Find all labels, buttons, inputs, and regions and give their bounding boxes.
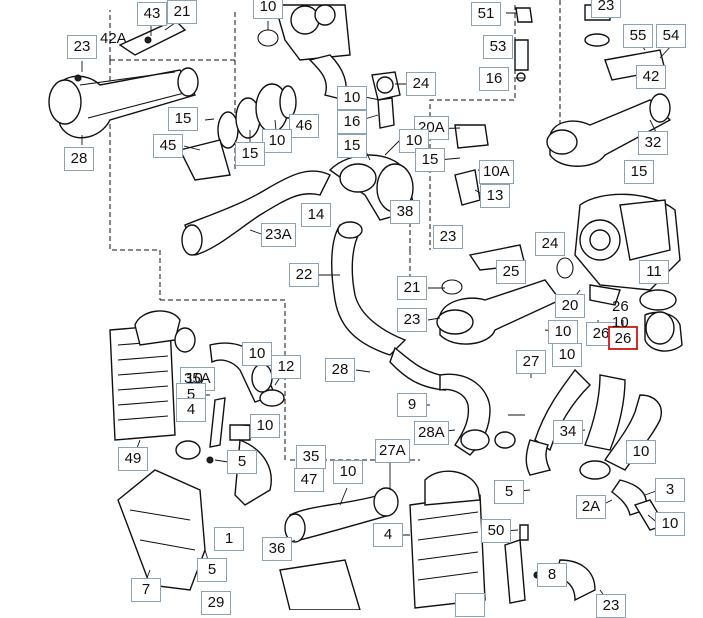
callout: 50	[481, 519, 511, 543]
callout: 10	[548, 320, 578, 344]
callout: 54	[656, 24, 686, 48]
callout	[455, 593, 485, 617]
callout: 42	[636, 65, 666, 89]
callout: 27A	[375, 439, 410, 463]
callout: 25	[496, 260, 526, 284]
callout: 15	[168, 107, 198, 131]
callout: 32	[638, 131, 668, 155]
callout: 20	[555, 294, 585, 318]
callout: 49	[118, 447, 148, 471]
callout: 16	[479, 67, 509, 91]
callout: 29	[201, 591, 231, 615]
callout: 10	[253, 0, 283, 19]
callout: 8	[537, 563, 567, 587]
callout: 55	[623, 24, 653, 48]
callout: 23A	[261, 223, 296, 247]
callout: 10	[250, 414, 280, 438]
callout: 10	[337, 86, 367, 110]
callout: 43	[137, 2, 167, 26]
callout: 28	[325, 358, 355, 382]
callout: 23	[591, 0, 621, 18]
callout: 10	[262, 129, 292, 153]
callout: 3	[655, 478, 685, 502]
callout: 51	[471, 2, 501, 26]
callout: 1	[214, 527, 244, 551]
callout-highlighted: 26	[608, 326, 638, 350]
callout: 15	[235, 142, 265, 166]
callout: 11	[639, 260, 669, 284]
callout: 21	[167, 0, 197, 24]
callout-text: 10	[612, 314, 629, 331]
callout: 10	[399, 129, 429, 153]
callout: 24	[535, 232, 565, 256]
callout: 10	[655, 512, 685, 536]
callout: 9	[397, 393, 427, 417]
callout: 12	[271, 355, 301, 379]
callout: 15	[624, 160, 654, 184]
callout: 24	[406, 72, 436, 96]
callout: 13	[480, 184, 510, 208]
callout: 35	[296, 445, 326, 469]
callout: 38	[390, 200, 420, 224]
callout: 2A	[576, 495, 606, 519]
callout: 7	[131, 578, 161, 602]
callout-text: 42A	[100, 30, 127, 47]
callout: 4	[176, 398, 206, 422]
callout: 4	[373, 523, 403, 547]
callout: 10	[626, 440, 656, 464]
callout: 10A	[479, 160, 514, 184]
callout: 28	[64, 147, 94, 171]
callout: 23	[397, 308, 427, 332]
callout: 5	[227, 450, 257, 474]
callout: 5	[197, 558, 227, 582]
callout: 15	[337, 134, 367, 158]
callout: 10	[242, 342, 272, 366]
callout: 34	[553, 420, 583, 444]
callout: 23	[67, 35, 97, 59]
callout: 23	[596, 594, 626, 618]
callout: 14	[301, 203, 331, 227]
callout: 22	[289, 263, 319, 287]
callout: 46	[289, 114, 319, 138]
callout: 47	[294, 468, 324, 492]
callout: 23	[433, 225, 463, 249]
callout: 15	[415, 148, 445, 172]
callout: 16	[337, 110, 367, 134]
callout: 10	[333, 460, 363, 484]
callout: 21	[397, 276, 427, 300]
callout: 53	[483, 35, 513, 59]
callout-text: 26	[612, 298, 629, 315]
callout-text: 10	[186, 370, 203, 387]
callout: 27	[516, 350, 546, 374]
callout: 28A	[414, 421, 449, 445]
callout: 45	[153, 134, 183, 158]
callout: 10	[552, 343, 582, 367]
callout: 36	[262, 537, 292, 561]
callout: 5	[494, 480, 524, 504]
